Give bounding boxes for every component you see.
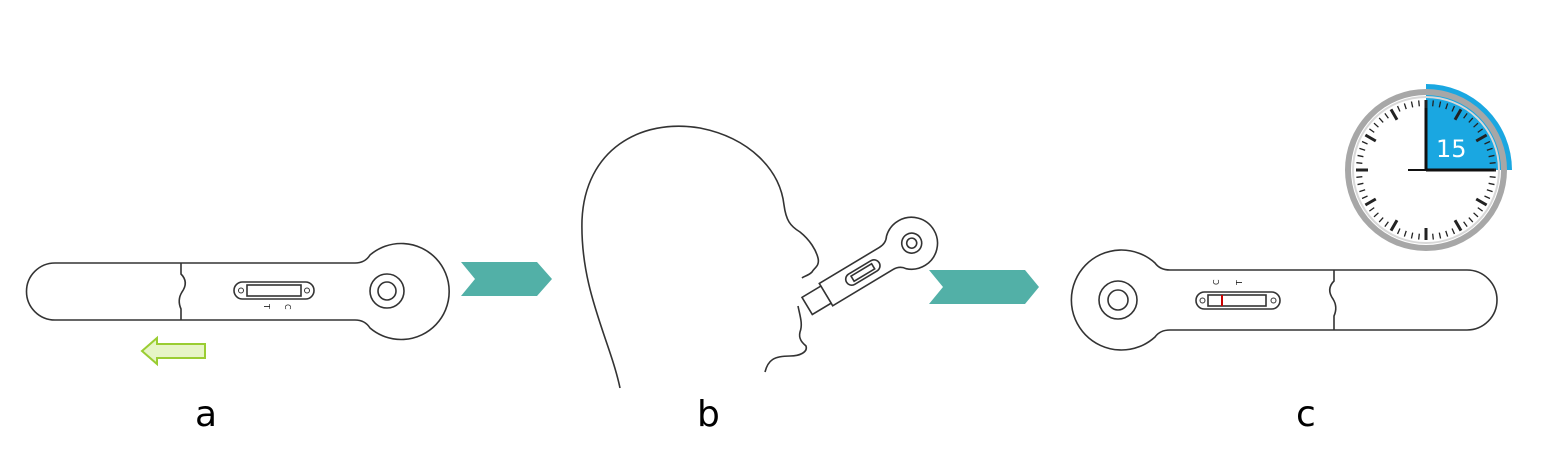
timer-tick	[1389, 219, 1399, 232]
timer-tick	[1468, 217, 1474, 223]
chevron-arrow-icon	[461, 262, 552, 296]
timer-tick	[1356, 162, 1363, 164]
timer-tick	[1475, 197, 1488, 207]
timer-tick	[1451, 228, 1456, 235]
timer-tick	[1489, 162, 1496, 164]
test-device-a	[25, 242, 450, 341]
timer-tick	[1357, 154, 1364, 158]
timer-tick	[1486, 147, 1493, 151]
timer-tick	[1477, 128, 1484, 133]
timer-tick	[1432, 233, 1434, 240]
timer-tick	[1438, 101, 1442, 108]
timer-tick	[1384, 112, 1389, 119]
timer-tick	[1364, 197, 1377, 207]
timer-tick	[1356, 176, 1363, 178]
timer-tick	[1396, 105, 1401, 112]
timer-tick	[1445, 103, 1449, 110]
timer-tick	[1373, 212, 1379, 218]
timer-tick	[1378, 217, 1384, 223]
timer-tick	[1359, 189, 1366, 193]
timer-tick	[1373, 122, 1379, 128]
timer-tick	[1364, 133, 1377, 143]
timer-tick	[1463, 112, 1468, 119]
timer-tick	[1453, 108, 1463, 121]
timer-tick	[1475, 133, 1488, 143]
timer-tick	[1418, 233, 1420, 240]
timer-tick	[1418, 100, 1420, 107]
timer-tick	[1477, 207, 1484, 212]
timer-tick	[1488, 182, 1495, 186]
timer-tick	[1445, 230, 1449, 237]
timer-tick	[1432, 100, 1434, 107]
timer-tick	[1410, 101, 1414, 108]
step-label-c: c	[1296, 394, 1316, 435]
timer-tick	[1361, 195, 1368, 200]
timer-tick	[1378, 117, 1384, 123]
timer-tick	[1361, 140, 1368, 145]
control-mark-c: C	[1212, 279, 1221, 285]
timer-minutes: 15	[1436, 135, 1467, 163]
timer-tick	[1484, 140, 1491, 145]
timer-tick	[1484, 195, 1491, 200]
timer-tick	[1468, 117, 1474, 123]
timer-tick	[1359, 147, 1366, 151]
head-silhouette-b	[581, 125, 820, 389]
timer-tick	[1368, 207, 1375, 212]
step-label-a: a	[195, 394, 218, 435]
timer-tick	[1403, 230, 1407, 237]
timer-tick	[1438, 232, 1442, 239]
timer-tick	[1396, 228, 1401, 235]
timer-tick	[1389, 108, 1399, 121]
chevron-arrow-icon	[929, 270, 1039, 304]
test-mark-c: T	[1235, 280, 1244, 286]
step-label-b: b	[697, 394, 720, 435]
timer-tick	[1453, 219, 1463, 232]
timer-tick	[1368, 128, 1375, 133]
timer-tick	[1463, 221, 1468, 228]
test-mark-a: T	[262, 303, 271, 309]
timer-tick	[1384, 221, 1389, 228]
stopwatch-icon: 15	[1345, 84, 1512, 251]
left-arrow-icon	[140, 335, 206, 367]
timer-tick	[1403, 103, 1407, 110]
timer-tick	[1473, 212, 1479, 218]
test-device-b	[800, 216, 939, 316]
test-device-c	[1070, 249, 1498, 351]
timer-tick	[1486, 189, 1493, 193]
timer-tick	[1357, 182, 1364, 186]
timer-tick	[1473, 122, 1479, 128]
timer-tick	[1489, 176, 1496, 178]
timer-tick	[1451, 105, 1456, 112]
control-mark-a: C	[283, 304, 292, 310]
timer-tick	[1488, 154, 1495, 158]
timer-tick	[1410, 232, 1414, 239]
